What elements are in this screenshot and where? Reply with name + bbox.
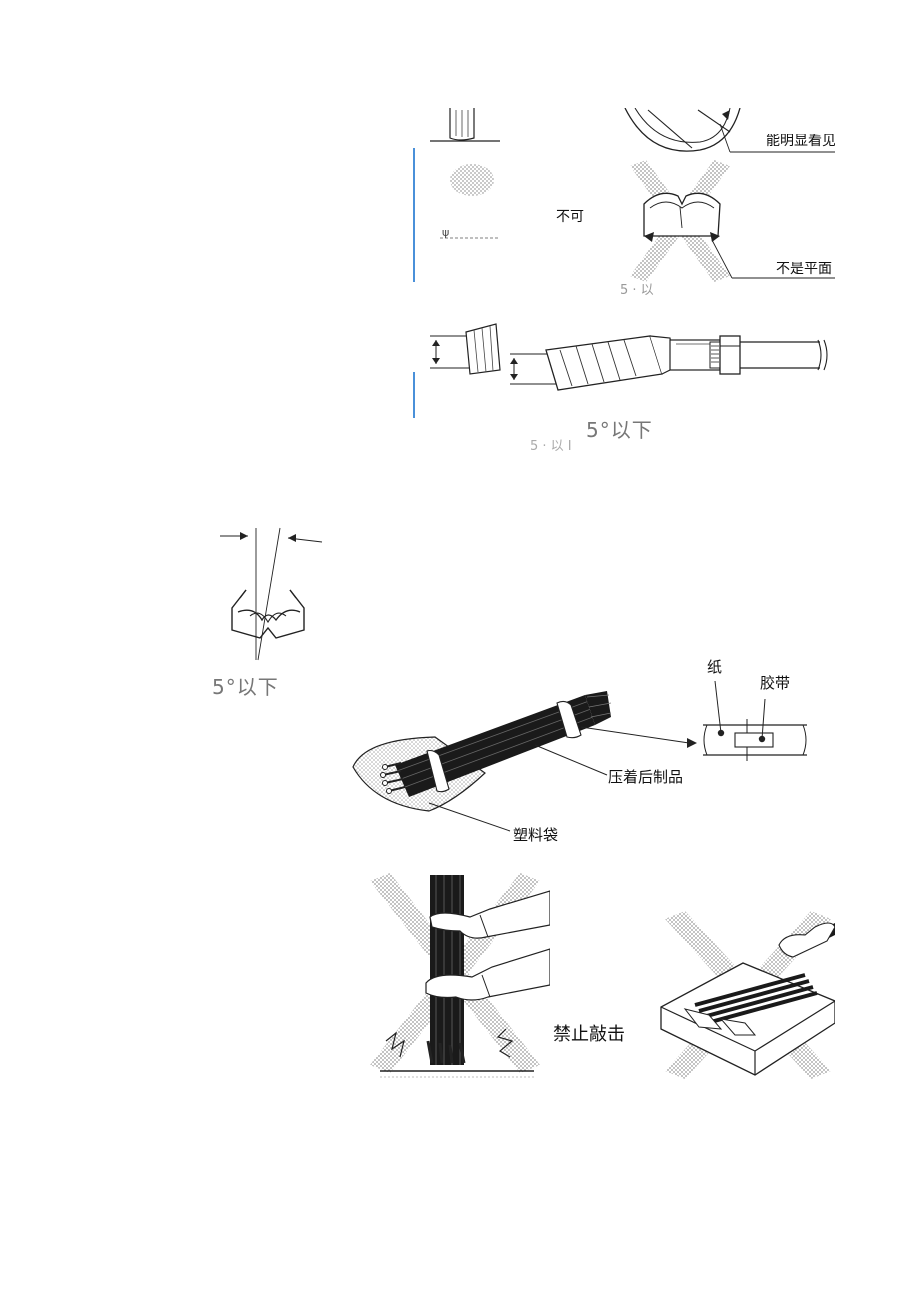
terminal-bend-drawing: 5 · 以 I xyxy=(430,323,828,454)
figure-no-hitting-bundle xyxy=(360,865,550,1095)
label-visible: 能明显看见 xyxy=(766,134,835,148)
label-not-flat: 不是平面 xyxy=(776,262,832,276)
no-hitting-bundle-drawing xyxy=(370,873,550,1078)
angle-label-middle: 5°以下 xyxy=(586,418,653,442)
label-no-hitting: 禁止敲击 xyxy=(553,1024,625,1045)
figure-no-dropping-box xyxy=(655,905,835,1080)
packaging-drawing xyxy=(352,680,807,832)
crimp-inspection-drawing: ψ 5 · 以 xyxy=(430,108,835,298)
no-dropping-box-drawing xyxy=(660,911,835,1079)
svg-text:ψ: ψ xyxy=(442,226,449,239)
figure-crimp-inspection: ψ 5 · 以 xyxy=(430,108,835,298)
svg-text:5 · 以 I: 5 · 以 I xyxy=(530,439,572,454)
figure-packaging xyxy=(345,655,815,855)
margin-rule-middle xyxy=(413,372,415,418)
angle-label-left: 5°以下 xyxy=(212,675,279,699)
svg-text:5 · 以: 5 · 以 xyxy=(620,283,654,298)
figure-terminal-bend: 5 · 以 I xyxy=(430,316,830,456)
figure-crimp-tilt xyxy=(210,520,325,670)
label-not-ok: 不可 xyxy=(556,209,584,225)
label-tape: 胶带 xyxy=(760,674,791,692)
label-paper: 纸 xyxy=(707,658,723,676)
crimp-tilt-drawing xyxy=(220,527,323,661)
label-bag: 塑料袋 xyxy=(513,826,559,844)
margin-rule-top xyxy=(413,148,415,282)
label-product: 压着后制品 xyxy=(608,768,684,786)
